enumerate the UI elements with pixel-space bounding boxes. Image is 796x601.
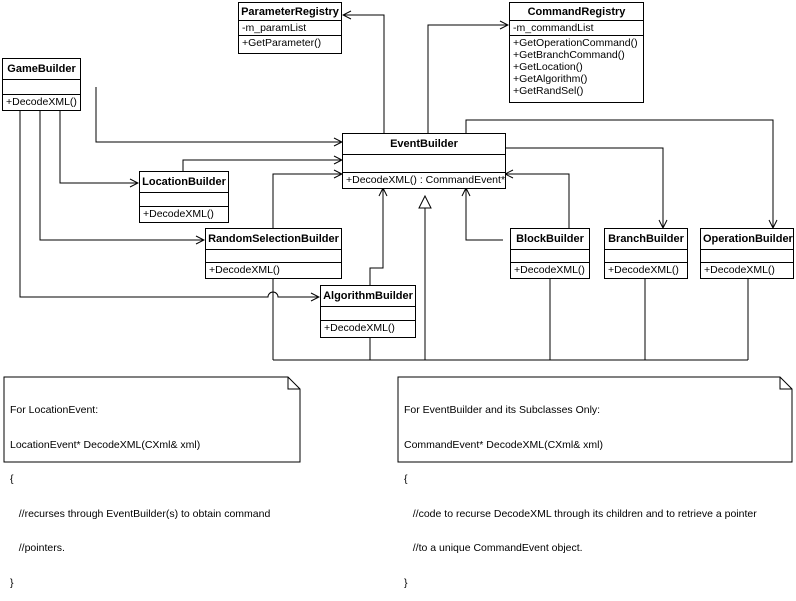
- class-attributes: [511, 250, 589, 263]
- operation: +DecodeXML(): [608, 264, 679, 276]
- operation: +GetRandSel(): [513, 85, 584, 97]
- class-attributes: -m_commandList: [510, 21, 643, 36]
- note-line: {: [404, 473, 408, 485]
- class-attributes: [605, 250, 687, 263]
- algorithm-builder-class[interactable]: AlgorithmBuilder +DecodeXML(): [320, 285, 416, 338]
- class-operations: +DecodeXML(): [605, 263, 687, 277]
- class-attributes: -m_paramList: [239, 21, 341, 36]
- class-operations: +DecodeXML(): [511, 263, 589, 277]
- operation: +DecodeXML(): [324, 322, 395, 334]
- class-name: BranchBuilder: [605, 229, 687, 250]
- game-builder-class[interactable]: GameBuilder +DecodeXML(): [2, 58, 81, 111]
- note-line: LocationEvent* DecodeXML(CXml& xml): [10, 438, 201, 451]
- edge-blockbuilder-eventbuilder-2: [505, 174, 570, 229]
- note-line: //code to recurse DecodeXML through its …: [404, 507, 757, 520]
- class-attributes: [701, 250, 793, 263]
- note-left-fold: [287, 377, 300, 390]
- note-line: {: [10, 473, 14, 485]
- class-attributes: [3, 80, 80, 95]
- class-attributes: [343, 155, 505, 173]
- note-right-fold: [779, 377, 792, 390]
- attribute: -m_paramList: [242, 22, 307, 34]
- class-operations: +DecodeXML(): [3, 95, 80, 109]
- branch-builder-class[interactable]: BranchBuilder +DecodeXML(): [604, 228, 688, 279]
- edge-randomselection-eventbuilder: [272, 174, 342, 229]
- event-builder-class[interactable]: EventBuilder +DecodeXML() : CommandEvent…: [342, 133, 506, 189]
- class-operations: +GetParameter(): [239, 36, 341, 50]
- parameter-registry-class[interactable]: ParameterRegistry -m_paramList +GetParam…: [238, 2, 342, 54]
- class-name: CommandRegistry: [510, 3, 643, 21]
- class-name: EventBuilder: [343, 134, 505, 155]
- class-attributes: [206, 250, 341, 263]
- attribute: -m_commandList: [513, 22, 594, 34]
- class-operations: +DecodeXML(): [321, 321, 415, 335]
- edge-gamebuilder-eventbuilder: [95, 87, 342, 142]
- edge-locationbuilder-eventbuilder: [182, 160, 342, 171]
- class-name: RandomSelectionBuilder: [206, 229, 341, 250]
- command-registry-class[interactable]: CommandRegistry -m_commandList +GetOpera…: [509, 2, 644, 103]
- class-operations: +DecodeXML() : CommandEvent*: [343, 173, 505, 187]
- note-line: CommandEvent* DecodeXML(CXml& xml): [404, 438, 603, 451]
- note-left-outline: [3, 376, 301, 463]
- edge-blockbuilder-eventbuilder: [466, 188, 503, 241]
- location-builder-class[interactable]: LocationBuilder +DecodeXML(): [139, 171, 229, 223]
- event-builder-note: For EventBuilder and its Subclasses Only…: [398, 378, 792, 588]
- edge-gamebuilder-randomselectionbuilder: [39, 111, 204, 240]
- class-attributes: [321, 307, 415, 321]
- class-operations: +DecodeXML(): [701, 263, 793, 277]
- class-operations: +GetOperationCommand() +GetBranchCommand…: [510, 36, 643, 98]
- operation: +DecodeXML(): [6, 96, 77, 108]
- inheritance-triangle: [418, 194, 432, 209]
- edge-eventbuilder-commandregistry: [427, 25, 508, 134]
- note-line: //to a unique CommandEvent object.: [404, 542, 583, 554]
- edge-algorithmbuilder-eventbuilder: [369, 188, 383, 286]
- class-name: OperationBuilder: [701, 229, 793, 250]
- location-event-note: For LocationEvent: LocationEvent* Decode…: [4, 378, 300, 588]
- note-right-outline: [397, 376, 793, 463]
- diagram-connectors: [3, 0, 793, 463]
- class-operations: +DecodeXML(): [206, 263, 341, 277]
- note-line: }: [10, 576, 14, 589]
- class-name: GameBuilder: [3, 59, 80, 80]
- edge-gamebuilder-algorithmbuilder: [19, 111, 319, 297]
- class-operations: +DecodeXML(): [140, 207, 228, 221]
- operation: +GetAlgorithm(): [513, 73, 588, 85]
- class-name: BlockBuilder: [511, 229, 589, 250]
- note-line: For LocationEvent:: [10, 404, 99, 416]
- edge-gamebuilder-locationbuilder: [59, 111, 138, 183]
- operation: +GetBranchCommand(): [513, 49, 625, 61]
- edge-eventbuilder-parameterregistry: [343, 15, 385, 134]
- random-selection-builder-class[interactable]: RandomSelectionBuilder +DecodeXML(): [205, 228, 342, 279]
- operation: +GetParameter(): [242, 37, 322, 49]
- operation: +DecodeXML(): [209, 264, 280, 276]
- note-line: //pointers.: [10, 542, 65, 554]
- class-name: AlgorithmBuilder: [321, 286, 415, 307]
- operation: +DecodeXML() : CommandEvent*: [346, 174, 506, 186]
- note-line: }: [404, 576, 408, 589]
- operation: +DecodeXML(): [143, 208, 214, 220]
- edge-eventbuilder-branchbuilder: [505, 147, 663, 228]
- class-attributes: [140, 193, 228, 207]
- edge-eventbuilder-operationbuilder: [465, 119, 773, 228]
- operation: +DecodeXML(): [704, 264, 775, 276]
- operation: +GetOperationCommand(): [513, 37, 638, 49]
- block-builder-class[interactable]: BlockBuilder +DecodeXML(): [510, 228, 590, 279]
- class-name: ParameterRegistry: [239, 3, 341, 21]
- class-name: LocationBuilder: [140, 172, 228, 193]
- operation: +DecodeXML(): [514, 264, 585, 276]
- operation-builder-class[interactable]: OperationBuilder +DecodeXML(): [700, 228, 794, 279]
- operation: +GetLocation(): [513, 61, 583, 73]
- note-line: For EventBuilder and its Subclasses Only…: [404, 404, 601, 416]
- note-line: //recurses through EventBuilder(s) to ob…: [10, 507, 271, 520]
